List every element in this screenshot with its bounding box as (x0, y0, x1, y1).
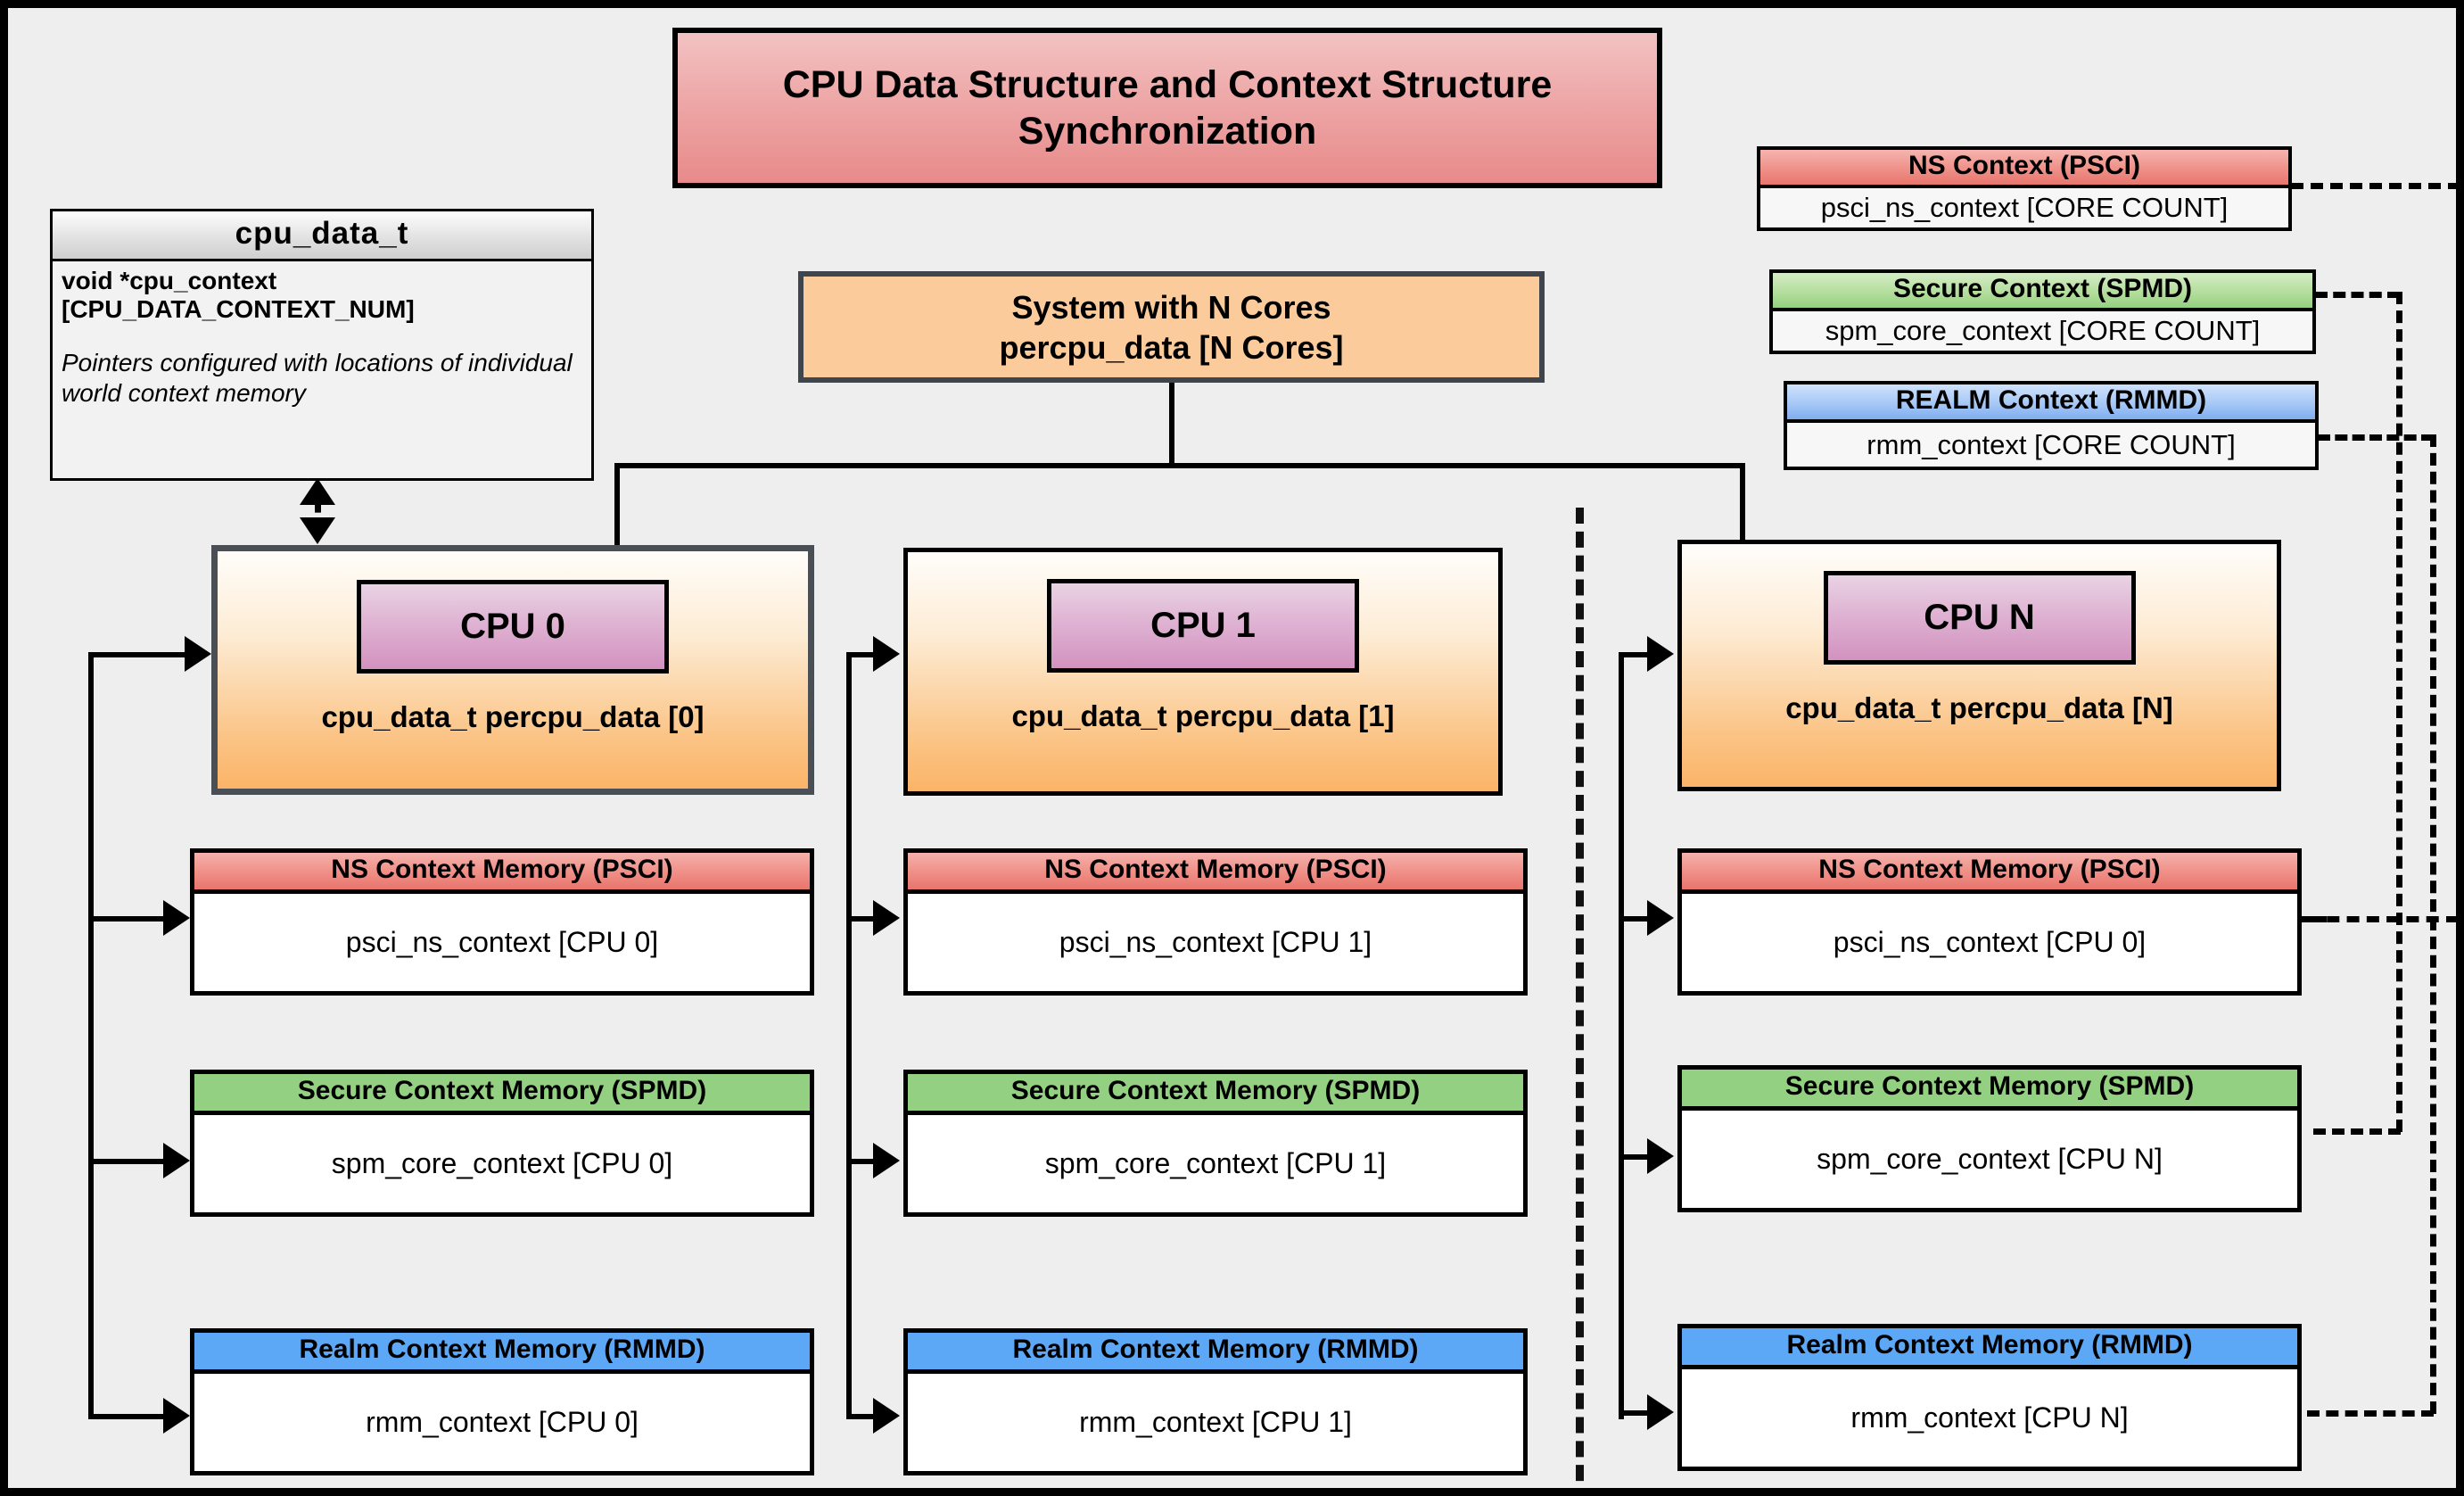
cpu-chip-0: CPU 0 (357, 580, 669, 674)
legend-ns-body: psci_ns_context [CORE COUNT] (1760, 188, 2288, 227)
legend-realm-body: rmm_context [CORE COUNT] (1787, 423, 2315, 467)
legend-ns-connector-vertical (2456, 183, 2462, 920)
legend-secure-connector-bottom (2313, 1128, 2401, 1135)
cpu-data-t-struct-card: cpu_data_t void *cpu_context [CPU_DATA_C… (50, 209, 594, 481)
system-box: System with N Cores percpu_data [N Cores… (798, 271, 1545, 383)
mem-card-1-ns-header: NS Context Memory (PSCI) (908, 853, 1523, 894)
mem-card-n-ns: NS Context Memory (PSCI) psci_ns_context… (1677, 848, 2302, 996)
system-box-line1: System with N Cores (1011, 288, 1331, 326)
mem-card-n-realm: Realm Context Memory (RMMD) rmm_context … (1677, 1324, 2302, 1471)
cpu1-branch-to-ns (846, 916, 875, 922)
mem-card-1-realm-body: rmm_context [CPU 1] (908, 1374, 1523, 1471)
cpu-caption-0: cpu_data_t percpu_data [0] (321, 700, 705, 733)
legend-secure-body: spm_core_context [CORE COUNT] (1773, 311, 2312, 351)
cpu1-arrow-to-secure (873, 1143, 900, 1178)
cpun-arrow-to-secure (1647, 1138, 1674, 1174)
legend-ns-connector-bottom (2307, 916, 2456, 922)
cpu0-trunk-vertical (88, 652, 94, 1419)
legend-card-ns: NS Context (PSCI) psci_ns_context [CORE … (1757, 146, 2292, 231)
mem-card-1-realm: Realm Context Memory (RMMD) rmm_context … (903, 1328, 1528, 1475)
cpun-branch-to-realm (1619, 1410, 1649, 1416)
cpu0-arrow-to-secure (163, 1143, 190, 1178)
legend-secure-connector-vertical (2396, 292, 2402, 1132)
mem-card-n-secure-body: spm_core_context [CPU N] (1682, 1111, 2297, 1208)
system-box-text: System with N Cores percpu_data [N Cores… (999, 287, 1343, 368)
mem-card-n-secure-header: Secure Context Memory (SPMD) (1682, 1070, 2297, 1111)
mem-card-1-secure: Secure Context Memory (SPMD) spm_core_co… (903, 1070, 1528, 1217)
legend-secure-connector-top (2315, 292, 2400, 298)
cpu0-arrow-to-ns (163, 900, 190, 936)
mem-card-n-ns-body: psci_ns_context [CPU 0] (1682, 894, 2297, 991)
cpu1-trunk-vertical (846, 652, 852, 1419)
cpu-data-t-note: Pointers configured with locations of in… (62, 348, 573, 407)
cpu0-branch-to-card (88, 652, 186, 657)
legend-realm-connector-vertical (2430, 434, 2436, 1414)
system-drop-line (1169, 383, 1174, 467)
legend-realm-connector-top (2318, 434, 2434, 441)
mem-card-1-realm-header: Realm Context Memory (RMMD) (908, 1333, 1523, 1374)
cpun-arrow-to-ns (1647, 900, 1674, 936)
mem-card-0-realm: Realm Context Memory (RMMD) rmm_context … (190, 1328, 814, 1475)
mem-card-n-secure: Secure Context Memory (SPMD) spm_core_co… (1677, 1065, 2302, 1212)
cpu0-branch-to-realm (88, 1414, 165, 1419)
cpun-arrow-to-realm (1647, 1394, 1674, 1430)
struct-to-cpu0-dashed-line (315, 500, 321, 531)
mem-card-1-ns: NS Context Memory (PSCI) psci_ns_context… (903, 848, 1528, 996)
mem-card-1-secure-body: spm_core_context [CPU 1] (908, 1115, 1523, 1212)
cpun-branch-to-card (1619, 652, 1649, 657)
cpu-chip-1: CPU 1 (1047, 579, 1359, 673)
cpu0-branch-to-secure (88, 1159, 165, 1164)
mem-card-1-secure-header: Secure Context Memory (SPMD) (908, 1074, 1523, 1115)
cpun-branch-to-secure (1619, 1154, 1649, 1160)
mem-card-n-ns-header: NS Context Memory (PSCI) (1682, 853, 2297, 894)
system-box-line2: percpu_data [N Cores] (999, 328, 1344, 366)
mem-card-0-realm-header: Realm Context Memory (RMMD) (194, 1333, 810, 1374)
cpu-card-0: CPU 0 cpu_data_t percpu_data [0] (211, 545, 814, 795)
cpu1-branch-to-realm (846, 1414, 875, 1419)
legend-ns-header: NS Context (PSCI) (1760, 150, 2288, 188)
cpun-trunk-vertical (1619, 652, 1624, 1419)
cpun-arrow-to-card (1647, 636, 1674, 672)
mem-card-0-ns: NS Context Memory (PSCI) psci_ns_context… (190, 848, 814, 996)
mem-card-0-secure: Secure Context Memory (SPMD) spm_core_co… (190, 1070, 814, 1217)
cpu-card-n: CPU N cpu_data_t percpu_data [N] (1677, 540, 2281, 791)
cpu0-branch-to-ns (88, 916, 165, 922)
legend-secure-header: Secure Context (SPMD) (1773, 273, 2312, 311)
bus-drop-cpu0 (614, 463, 620, 545)
cpu0-arrow-to-card (185, 636, 211, 672)
bus-drop-cpun (1740, 463, 1745, 545)
cpun-branch-to-ns (1619, 916, 1649, 922)
mem-card-1-ns-body: psci_ns_context [CPU 1] (908, 894, 1523, 991)
legend-card-realm: REALM Context (RMMD) rmm_context [CORE C… (1784, 381, 2319, 470)
legend-realm-header: REALM Context (RMMD) (1787, 384, 2315, 423)
column-separator (1576, 508, 1584, 1488)
mem-card-n-realm-body: rmm_context [CPU N] (1682, 1369, 2297, 1467)
cpu-data-t-field: void *cpu_context [CPU_DATA_CONTEXT_NUM] (62, 267, 415, 324)
cpu-caption-n: cpu_data_t percpu_data [N] (1785, 691, 2173, 724)
cpu1-branch-to-secure (846, 1159, 875, 1164)
struct-to-cpu0-arrow-down (300, 517, 335, 544)
legend-card-secure: Secure Context (SPMD) spm_core_context [… (1769, 269, 2316, 354)
cpu1-arrow-to-card (873, 636, 900, 672)
cpu-data-t-body: void *cpu_context [CPU_DATA_CONTEXT_NUM]… (53, 261, 591, 417)
cpu1-arrow-to-ns (873, 900, 900, 936)
legend-realm-connector-bottom (2307, 1410, 2434, 1417)
mem-card-n-realm-header: Realm Context Memory (RMMD) (1682, 1328, 2297, 1369)
mem-card-0-secure-header: Secure Context Memory (SPMD) (194, 1074, 810, 1115)
cpu-caption-1: cpu_data_t percpu_data [1] (1011, 699, 1395, 732)
legend-ns-connector-top (2291, 183, 2456, 189)
cpu0-arrow-to-realm (163, 1398, 190, 1434)
cpu-chip-n: CPU N (1823, 571, 2136, 665)
cpu-data-t-header: cpu_data_t (53, 211, 591, 261)
system-bus-line (614, 463, 1745, 468)
mem-card-0-ns-header: NS Context Memory (PSCI) (194, 853, 810, 894)
cpu1-branch-to-card (846, 652, 875, 657)
cpu1-arrow-to-realm (873, 1398, 900, 1434)
cpu-card-1: CPU 1 cpu_data_t percpu_data [1] (903, 548, 1503, 796)
diagram-title: CPU Data Structure and Context Structure… (672, 28, 1662, 188)
mem-card-0-ns-body: psci_ns_context [CPU 0] (194, 894, 810, 991)
cpun-ns-stub (2300, 916, 2327, 922)
mem-card-0-realm-body: rmm_context [CPU 0] (194, 1374, 810, 1471)
mem-card-0-secure-body: spm_core_context [CPU 0] (194, 1115, 810, 1212)
